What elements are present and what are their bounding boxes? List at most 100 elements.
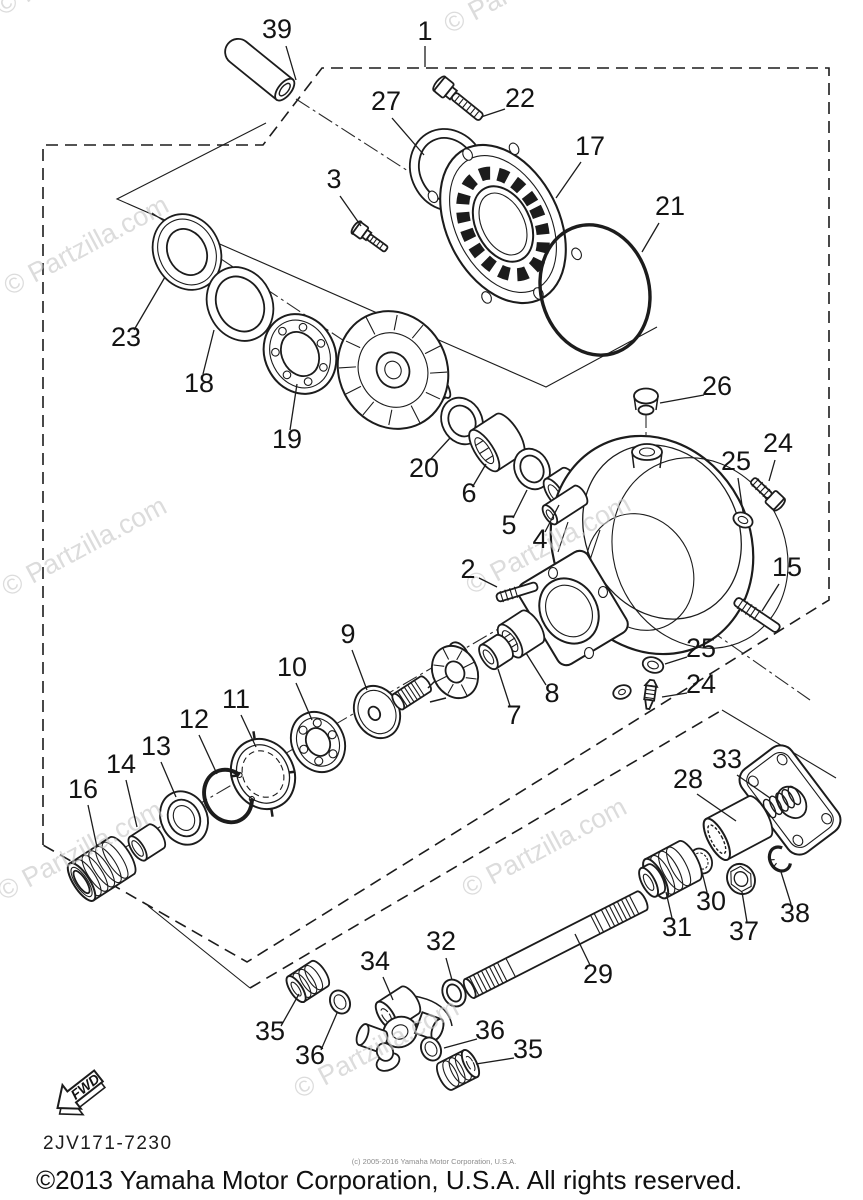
leader-line-26 xyxy=(659,394,705,404)
callout-19: 19 xyxy=(272,424,302,454)
leader-line-16 xyxy=(87,804,98,848)
part-pinion-spline xyxy=(391,675,432,711)
part-19-bearing xyxy=(262,313,338,395)
part-24-screw-2 xyxy=(643,678,659,711)
part-gear-case-housing xyxy=(517,387,789,700)
callout-12: 12 xyxy=(179,704,209,734)
part-6-bearing xyxy=(468,412,526,473)
callout-36: 36 xyxy=(475,1015,505,1045)
leader-line-7 xyxy=(497,668,511,707)
leader-line-6 xyxy=(472,463,487,487)
callout-22: 22 xyxy=(505,83,535,113)
callout-5: 5 xyxy=(501,510,516,540)
part-25-washer-2 xyxy=(641,656,665,674)
callout-29: 29 xyxy=(583,959,613,989)
copyright-small: (c) 2005-2016 Yamaha Motor Corporation, … xyxy=(352,1157,516,1166)
leader-line-29 xyxy=(574,933,591,966)
part-37-nut xyxy=(726,862,756,896)
callout-30: 30 xyxy=(696,886,726,916)
callout-16: 16 xyxy=(68,774,98,804)
part-34-universal-joint xyxy=(355,985,453,1072)
leader-line-27 xyxy=(391,117,425,156)
leader-line-24 xyxy=(661,692,688,698)
leader-line-30 xyxy=(700,867,708,893)
leader-line-37 xyxy=(741,891,748,923)
leader-line-9 xyxy=(351,649,368,691)
callout-37: 37 xyxy=(729,916,759,946)
part-3-bolt xyxy=(350,220,389,253)
leader-line-36 xyxy=(443,1038,478,1049)
part-36-seal-2 xyxy=(419,1036,443,1062)
leader-line-20 xyxy=(427,437,451,463)
leader-line-14 xyxy=(125,779,138,828)
leader-line-35 xyxy=(475,1057,515,1065)
part-35-bushing-2 xyxy=(435,1049,481,1091)
leader-line-15 xyxy=(761,583,780,612)
leader-line-39 xyxy=(285,45,297,81)
part-31-coupling-hub xyxy=(638,840,703,900)
callout-34: 34 xyxy=(360,946,390,976)
callout-35: 35 xyxy=(255,1016,285,1046)
leader-line-25 xyxy=(664,656,688,665)
callout-7: 7 xyxy=(506,700,521,730)
leader-line-24 xyxy=(768,459,776,482)
callout-2: 2 xyxy=(460,554,475,584)
part-16-coupling-sleeve xyxy=(66,836,137,902)
part-13-seal xyxy=(159,790,209,846)
part-11-retainer xyxy=(229,731,297,817)
callout-15: 15 xyxy=(772,552,802,582)
leader-line-32 xyxy=(445,957,453,981)
part-rear-cover-plate xyxy=(738,744,842,856)
callout-36: 36 xyxy=(295,1040,325,1070)
callout-25: 25 xyxy=(686,633,716,663)
leader-line-21 xyxy=(641,222,660,253)
part-17-bearing-cover xyxy=(427,142,582,305)
leader-line-10 xyxy=(295,682,313,721)
callout-10: 10 xyxy=(277,652,307,682)
callout-8: 8 xyxy=(544,678,559,708)
callout-6: 6 xyxy=(461,478,476,508)
part-21-oring xyxy=(538,223,652,357)
leader-line-35 xyxy=(280,993,300,1027)
leader-line-8 xyxy=(525,652,547,686)
figure-code: 2JV171-7230 xyxy=(43,1133,173,1154)
part-39-tube xyxy=(224,37,296,102)
boundary-lines xyxy=(42,67,837,989)
part-pinion-gear xyxy=(430,641,480,699)
part-26-cap xyxy=(633,387,659,416)
callout-24: 24 xyxy=(686,669,716,699)
copyright-main: ©2013 Yamaha Motor Corporation, U.S.A. A… xyxy=(36,1165,742,1195)
callout-18: 18 xyxy=(184,368,214,398)
leader-line-34 xyxy=(382,976,394,1001)
callout-38: 38 xyxy=(780,898,810,928)
part-35-bushing xyxy=(285,959,331,1004)
callout-3: 3 xyxy=(326,164,341,194)
leader-line-31 xyxy=(665,891,673,919)
part-25-washer xyxy=(732,511,754,529)
callout-24: 24 xyxy=(763,428,793,458)
watermark-3: © Partzilla.com xyxy=(0,490,171,602)
watermark-2: © Partzilla.com xyxy=(0,189,173,301)
callout-13: 13 xyxy=(141,731,171,761)
part-15-stud xyxy=(733,597,781,633)
leader-line-17 xyxy=(555,161,582,199)
leader-line-19 xyxy=(289,383,298,431)
callout-32: 32 xyxy=(426,926,456,956)
part-5-washer xyxy=(513,447,551,491)
callout-28: 28 xyxy=(673,764,703,794)
part-7-collar xyxy=(478,633,514,671)
callout-4: 4 xyxy=(532,524,547,554)
part-38-eclip xyxy=(767,845,792,873)
callout-17: 17 xyxy=(575,131,605,161)
leader-line-23 xyxy=(133,276,166,331)
part-18-washer xyxy=(205,266,275,342)
part-24-bolt xyxy=(750,477,786,512)
callout-20: 20 xyxy=(409,453,439,483)
leader-line-2 xyxy=(478,577,498,588)
part-29-drive-shaft xyxy=(462,890,649,1000)
callout-31: 31 xyxy=(662,912,692,942)
part-22-bolt xyxy=(432,75,484,121)
